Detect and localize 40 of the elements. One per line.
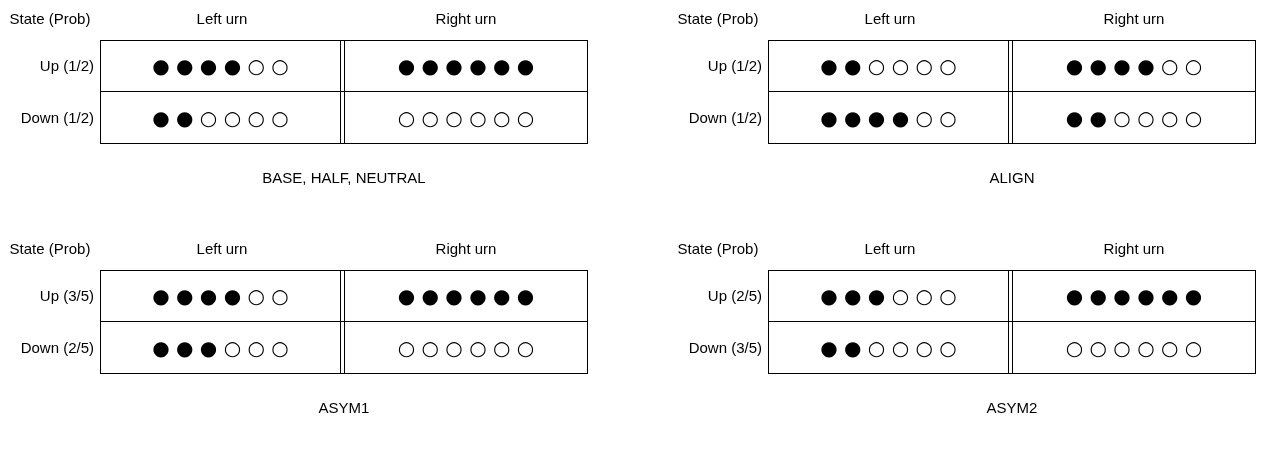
row-label: Up (1/2) (706, 56, 762, 76)
column-header: Left urn (863, 9, 917, 29)
column-header: Left urn (195, 9, 249, 29)
table-caption: BASE, HALF, NEUTRAL (261, 168, 427, 188)
urn-cell-text: ○ ○ ○ ○ ○ ○ (396, 104, 536, 132)
urn-cell: ● ● ○ ○ ○ ○ (769, 41, 1009, 91)
row-label: Up (2/5) (706, 286, 762, 306)
column-header: Right urn (434, 9, 498, 29)
urn-cell-text: ● ● ● ● ● ● (1064, 283, 1204, 310)
row-label: Down (3/5) (687, 338, 762, 358)
row-label: Up (3/5) (38, 286, 94, 306)
urn-cell-text: ○ ○ ○ ○ ○ ○ (396, 334, 536, 362)
column-header: Left urn (863, 239, 917, 259)
urn-cell-text: ○ ○ ○ ○ ○ ○ (1064, 334, 1204, 362)
urn-cell-text: ● ● ○ ○ ○ ○ (1064, 104, 1204, 132)
column-header: Right urn (1102, 239, 1166, 259)
urn-cell: ● ● ● ● ○ ○ (101, 41, 341, 91)
column-header: State (Prob) (8, 239, 92, 259)
urn-cell: ● ● ● ○ ○ ○ (769, 271, 1009, 321)
column-header: State (Prob) (676, 9, 760, 29)
urn-cell: ● ● ○ ○ ○ ○ (101, 92, 341, 143)
row-label: Down (1/2) (19, 108, 94, 128)
urn-cell: ● ● ○ ○ ○ ○ (769, 322, 1009, 373)
urn-cell: ● ● ● ● ○ ○ (101, 271, 341, 321)
urn-cell: ● ● ● ● ○ ○ (769, 92, 1009, 143)
column-header: Left urn (195, 239, 249, 259)
column-header: State (Prob) (676, 239, 760, 259)
row-label: Up (1/2) (38, 56, 94, 76)
urn-cell-text: ● ● ● ● ● ● (396, 53, 536, 80)
column-header: State (Prob) (8, 9, 92, 29)
table-caption: ASYM2 (985, 398, 1039, 418)
column-header: Right urn (1102, 9, 1166, 29)
urn-cell-text: ● ● ● ● ● ● (396, 283, 536, 310)
urn-cell-text: ● ● ● ● ○ ○ (1064, 53, 1204, 80)
row-label: Down (1/2) (687, 108, 762, 128)
column-header: Right urn (434, 239, 498, 259)
row-label: Down (2/5) (19, 338, 94, 358)
table-caption: ALIGN (988, 168, 1036, 188)
urn-cell: ● ● ● ○ ○ ○ (101, 322, 341, 373)
table-caption: ASYM1 (317, 398, 371, 418)
